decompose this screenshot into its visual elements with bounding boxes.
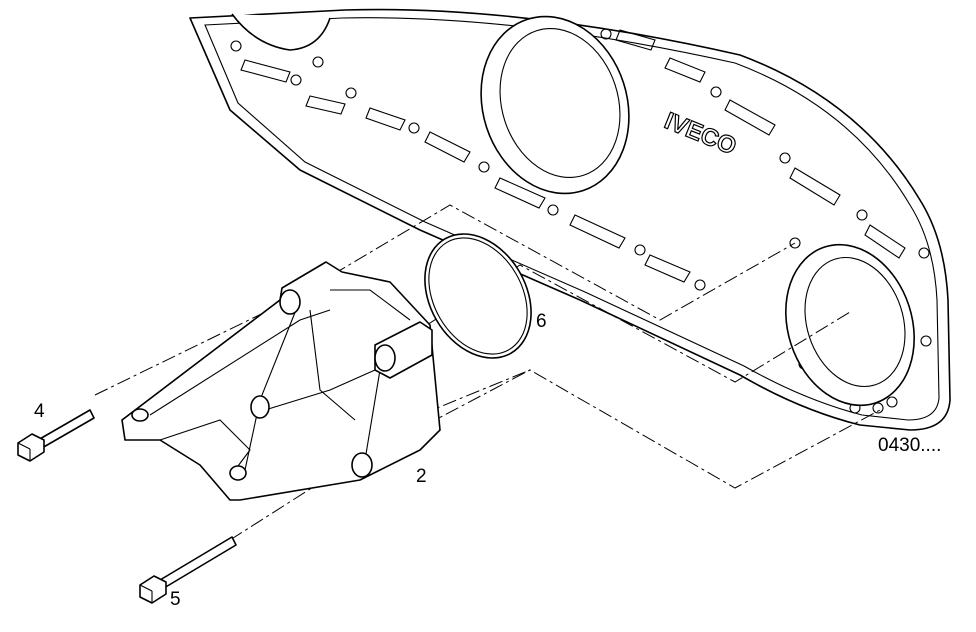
bracket-part-2 [121,261,441,501]
cover-bolt-holes [230,28,932,414]
o-ring-part-6 [424,233,532,359]
upper-left-opening [231,13,331,51]
central-opening [480,15,630,195]
right-opening [785,237,915,414]
cover-ribs [240,29,906,283]
screw-part-5 [139,536,237,604]
callout-part-4: 4 [34,401,45,422]
callout-part-6: 6 [536,311,547,332]
screw-part-4 [17,409,95,462]
timing-cover: IVECO [189,8,951,431]
callout-part-2: 2 [416,466,427,487]
reference-code: 0430.... [878,435,942,456]
callout-part-5: 5 [170,589,181,610]
